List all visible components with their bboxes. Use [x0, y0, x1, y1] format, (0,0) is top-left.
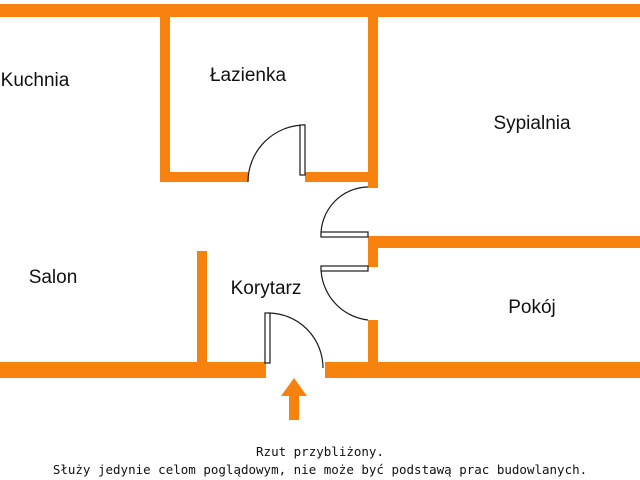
wall-hallway-right-middle	[368, 236, 378, 267]
door-bedroom-arc	[320, 186, 369, 237]
door-entrance-arc	[267, 312, 324, 369]
door-bedroom-leaf[interactable]	[320, 231, 369, 238]
wall-bottom-right	[325, 362, 640, 378]
wall-bathroom-left	[160, 4, 170, 182]
door-room-arc	[320, 266, 369, 321]
room-label-bathroom: Łazienka	[209, 65, 287, 86]
room-label-hallway: Korytarz	[230, 278, 302, 299]
door-room-leaf[interactable]	[320, 265, 369, 272]
room-label-bedroom: Sypialnia	[493, 113, 571, 134]
wall-hallway-right-top	[368, 4, 378, 188]
wall-hallway-right-bottom	[368, 320, 378, 370]
wall-bathroom-bottom-left	[160, 172, 248, 182]
wall-bedroom-room	[368, 236, 640, 248]
disclaimer-line-2: Służy jedynie celom poglądowym, nie może…	[52, 462, 588, 477]
arrow-up-icon	[281, 378, 307, 420]
door-entrance-leaf[interactable]	[264, 312, 271, 364]
wall-top	[0, 4, 640, 17]
door-bathroom-leaf[interactable]	[299, 124, 306, 176]
room-label-kitchen: Kuchnia	[0, 70, 70, 91]
door-bathroom-arc	[247, 124, 306, 183]
wall-bathroom-bottom-right	[305, 172, 378, 182]
wall-salon-partition	[197, 251, 207, 370]
room-label-living-room: Salon	[28, 267, 78, 288]
disclaimer-line-1: Rzut przybliżony.	[256, 444, 384, 459]
wall-bottom-left	[0, 362, 266, 378]
room-label-room: Pokój	[508, 297, 556, 318]
